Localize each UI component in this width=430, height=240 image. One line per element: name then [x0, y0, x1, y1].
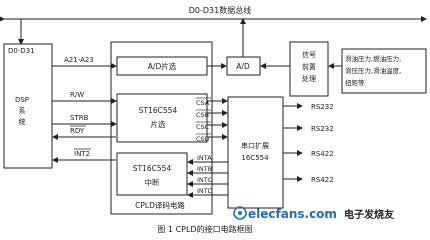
dsp-label-line2: 系 — [19, 106, 26, 115]
port-label-4: RS422 — [311, 176, 334, 184]
sensor-label-line2: 滑压压力,滑油温度, — [345, 66, 401, 75]
ad-label: A/D — [236, 62, 250, 71]
csb-label: CSB — [196, 111, 209, 119]
port-label-2: RS232 — [311, 125, 334, 133]
port-label-1: RS232 — [311, 103, 334, 111]
int2-label: INT2 — [74, 150, 90, 158]
data-bus-label: D0-D31数据总线 — [189, 5, 251, 15]
serial-block — [227, 96, 284, 209]
st-select-block — [116, 93, 208, 143]
sensor-block — [341, 48, 427, 94]
signal-label-line1: 信号 — [302, 50, 316, 59]
sensor-label-line1: 滑油压力,燃油压力, — [345, 54, 401, 63]
signal-label-line2: 前置 — [302, 62, 316, 71]
inta-label: INTA — [197, 154, 212, 162]
st-select-line2: 片选 — [151, 119, 166, 129]
csa-label: CSA — [196, 99, 210, 107]
dsp-block — [3, 43, 53, 169]
serial-label-line1: 串口扩展 — [241, 141, 269, 150]
rw-label: R/W — [70, 91, 84, 99]
cpld-block — [110, 41, 213, 215]
strb-label: STRB — [70, 114, 89, 122]
watermark-brand: elecfans.com — [248, 207, 337, 221]
serial-label-line2: 16C554 — [241, 154, 269, 162]
csc-label: CSC — [196, 123, 210, 131]
dsp-label-line3: 统 — [19, 117, 26, 126]
intc-label: INTC — [197, 176, 212, 184]
intb-label: INTB — [197, 165, 212, 173]
st-select-line1: ST16C554 — [139, 106, 178, 115]
watermark-logo — [233, 206, 247, 220]
ad-select-label: A/D片选 — [148, 61, 177, 71]
addr-label: A21-A23 — [64, 56, 94, 64]
csd-label: CSD — [196, 135, 210, 143]
cpld-label: CPLD译码电路 — [135, 200, 185, 210]
st-int-line2: 中断 — [145, 177, 160, 187]
rdy-label: RDY — [70, 127, 85, 135]
intd-label: INTD — [197, 187, 213, 195]
signal-label-line3: 处理 — [302, 74, 316, 83]
signal-block — [289, 41, 329, 97]
watermark-cn: 电子发烧友 — [344, 208, 394, 221]
st-int-line1: ST16C554 — [133, 164, 172, 173]
dsp-data-label: D0-D31 — [8, 47, 35, 55]
port-label-3: RS422 — [311, 150, 334, 158]
figure-caption: 图 1 CPLD的接口电路框图 — [157, 224, 252, 234]
dsp-label-line1: DSP — [15, 96, 29, 104]
st-int-block — [116, 152, 188, 196]
sensor-label-line3: 扭矩等 — [345, 78, 365, 87]
